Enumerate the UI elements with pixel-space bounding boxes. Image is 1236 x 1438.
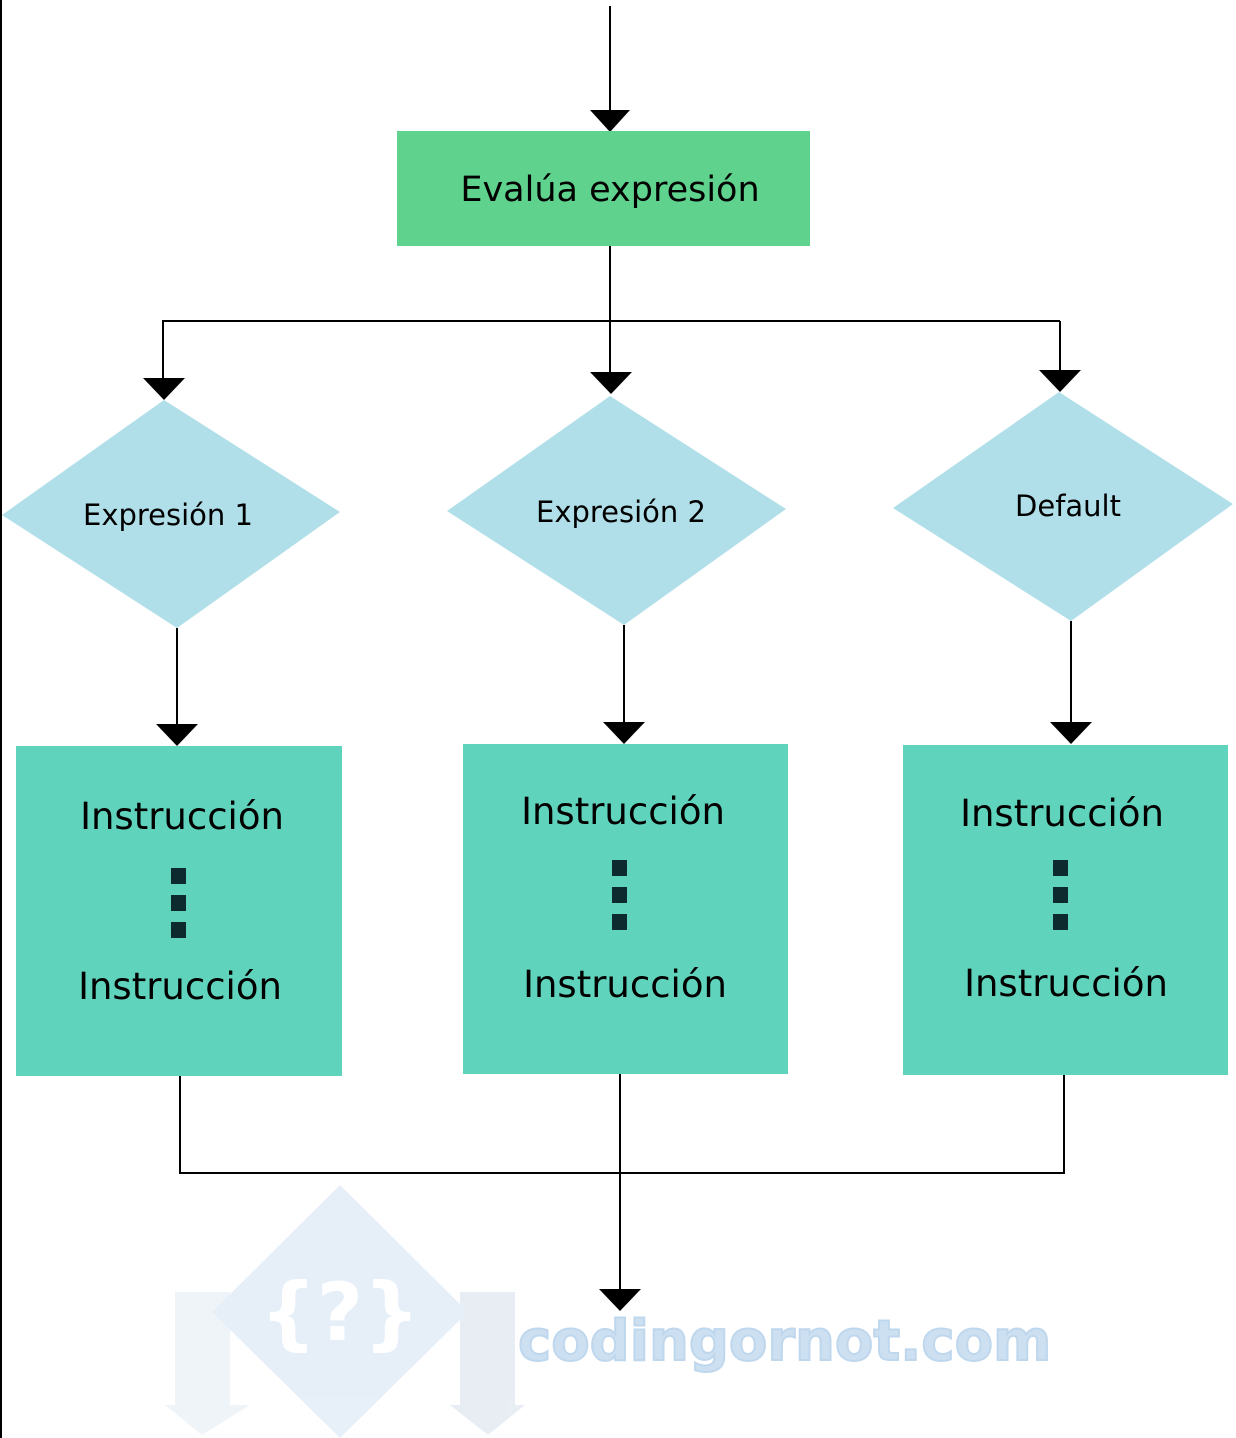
instruction-box-default: Instrucción Instrucción xyxy=(903,745,1228,1075)
instruction-last-default: Instrucción xyxy=(964,962,1168,1005)
ellipsis-dots-2 xyxy=(612,860,627,930)
instruction-box-1: Instrucción Instrucción xyxy=(16,746,342,1076)
condition-label-2: Expresión 2 xyxy=(536,495,706,529)
condition-label-1: Expresión 1 xyxy=(83,498,253,532)
arrowhead-box-default xyxy=(1050,722,1092,744)
instruction-first-1: Instrucción xyxy=(80,795,284,838)
ellipsis-dots-default xyxy=(1053,860,1068,930)
exit-arrowhead xyxy=(599,1289,641,1311)
condition-diamond-1: Expresión 1 xyxy=(2,400,340,628)
entry-arrowhead xyxy=(590,110,630,132)
arrowhead-condition-default xyxy=(1039,370,1081,392)
instruction-last-1: Instrucción xyxy=(78,965,282,1008)
arrowhead-condition-2 xyxy=(590,372,632,394)
arrowhead-box-1 xyxy=(156,724,198,746)
condition-diamond-default: Default xyxy=(893,392,1233,621)
diamond-shape-1 xyxy=(2,400,340,628)
instruction-last-2: Instrucción xyxy=(523,963,727,1006)
instruction-box-2: Instrucción Instrucción xyxy=(463,744,788,1074)
ellipsis-dots-1 xyxy=(171,868,186,938)
evaluate-box-label: Evalúa expresión xyxy=(460,170,759,210)
condition-label-default: Default xyxy=(1015,489,1121,523)
instruction-box-rect-2 xyxy=(463,744,788,1074)
arrowhead-box-2 xyxy=(603,722,645,744)
evaluate-box-rect xyxy=(397,131,810,246)
diamond-shape-2 xyxy=(447,396,786,625)
diamond-shape-default xyxy=(893,392,1233,621)
instruction-first-2: Instrucción xyxy=(521,790,725,833)
instruction-box-rect-default xyxy=(903,745,1228,1075)
watermark-logo-glyph: {?} xyxy=(260,1266,420,1359)
arrowhead-condition-1 xyxy=(143,378,185,400)
instruction-first-default: Instrucción xyxy=(960,792,1164,835)
watermark: {?} codingornot.com xyxy=(165,1185,1052,1438)
watermark-text: codingornot.com xyxy=(518,1309,1051,1374)
watermark-logo: {?} xyxy=(165,1185,525,1438)
condition-diamond-2: Expresión 2 xyxy=(447,396,786,625)
evaluate-expression-box: Evalúa expresión xyxy=(397,131,810,246)
